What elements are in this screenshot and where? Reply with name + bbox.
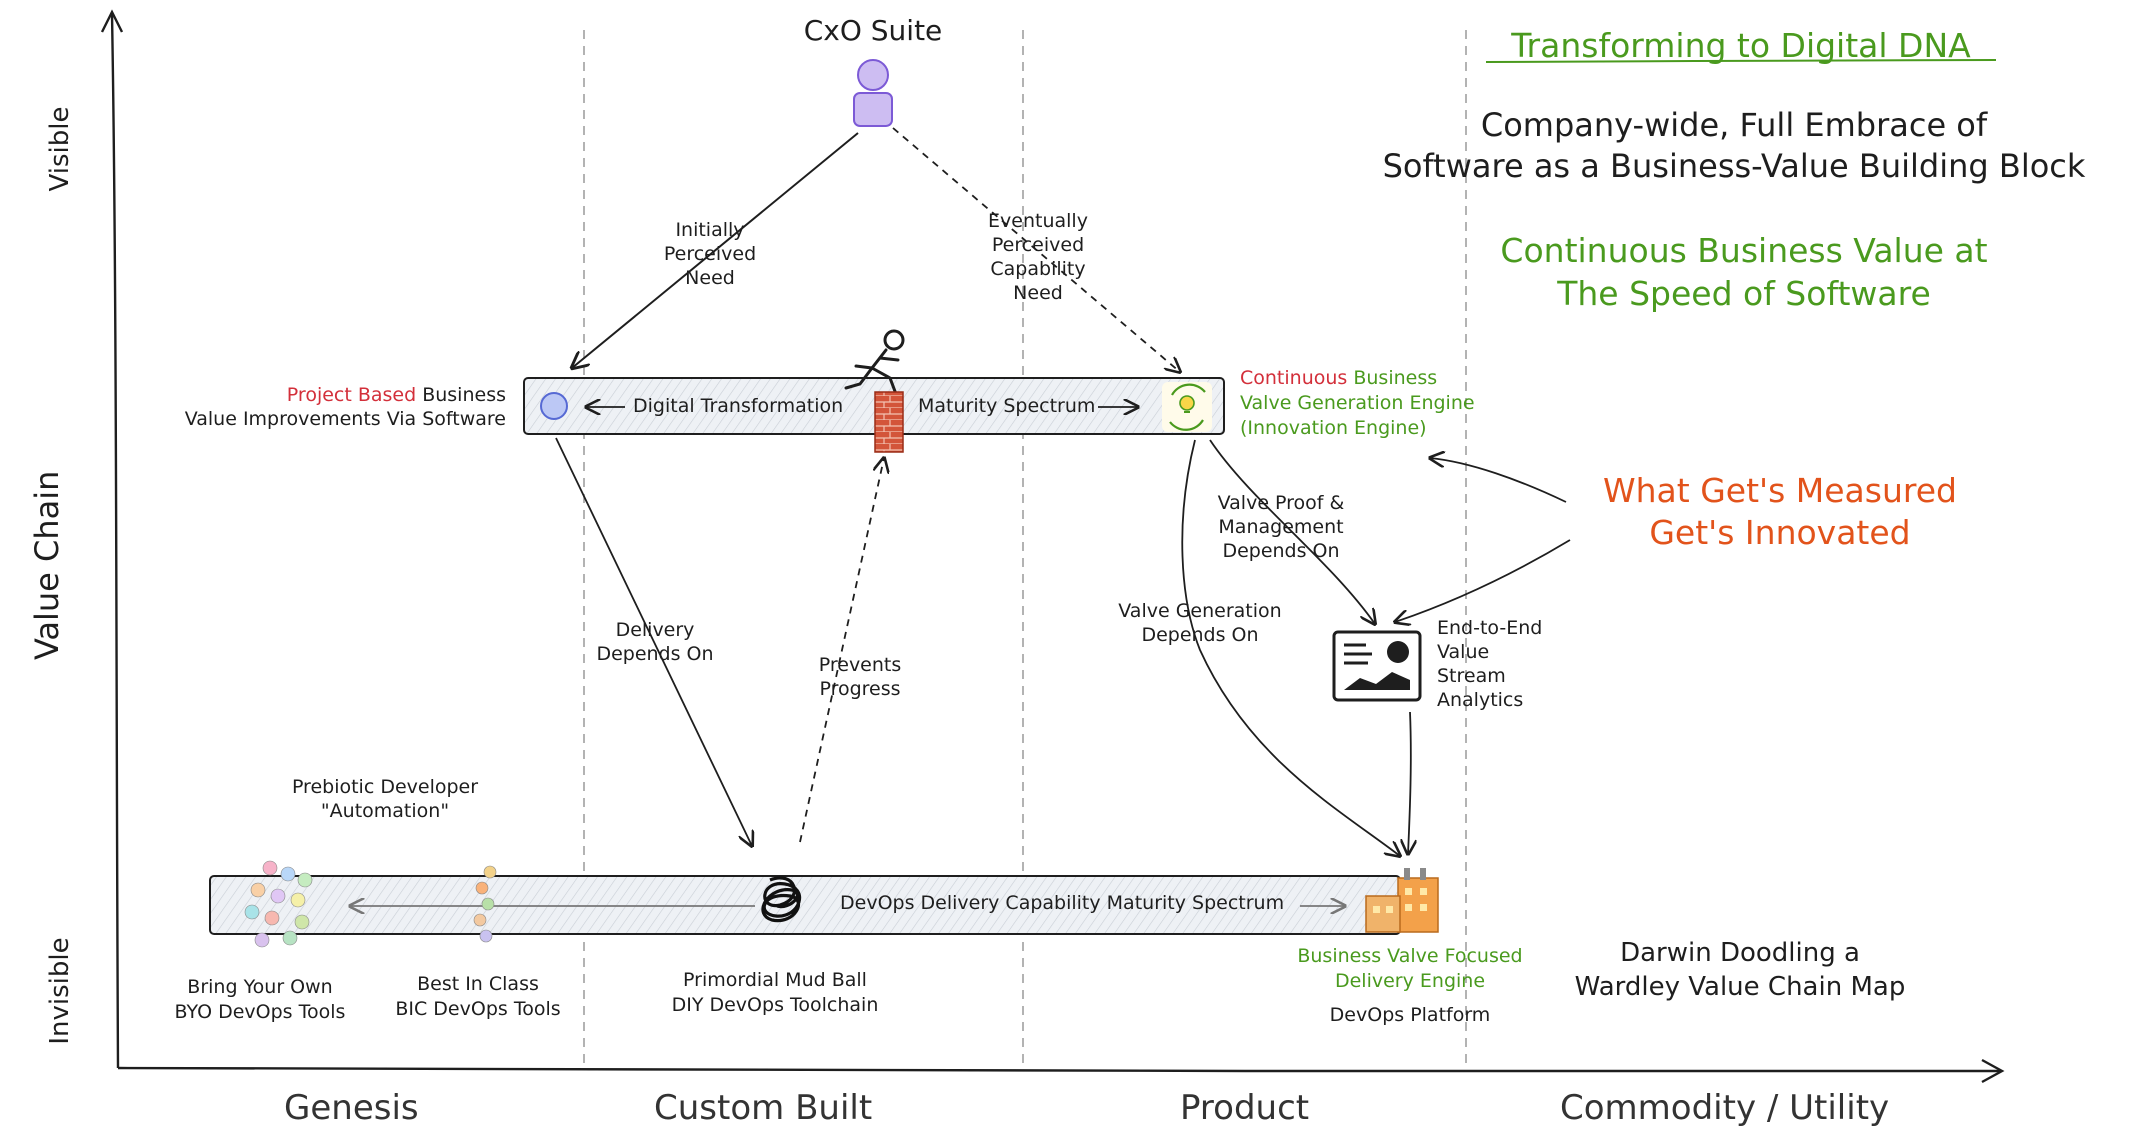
project-based-label-rest: Business (416, 384, 506, 406)
stage-dividers (583, 30, 1467, 1064)
prebiotic-label: Prebiotic Developer"Automation" (291, 776, 479, 822)
project-based-node-icon (540, 392, 568, 420)
innovation-engine-label-2: Valve Generation Engine (1240, 392, 1475, 414)
devops-platform-label: DevOps Platform (1329, 1004, 1491, 1026)
brick-wall-icon (874, 391, 904, 453)
digital-transformation-bar (523, 377, 1225, 435)
innovation-engine-label-1: Continuous Business (1240, 366, 1437, 391)
x-axis (117, 1058, 2005, 1084)
mud-ball-icon (761, 876, 802, 923)
stage-commodity-utility: Commodity / Utility (1560, 1088, 1890, 1128)
runner-icon (844, 329, 905, 396)
stage-product: Product (1180, 1088, 1310, 1128)
headline-title: Transforming to Digital DNA (1511, 26, 1971, 65)
user-icon (853, 59, 893, 127)
tagline-line2: The Speed of Software (1557, 274, 1931, 313)
innovation-engine-icon (1162, 382, 1212, 432)
y-axis-title: Value Chain (28, 470, 66, 660)
project-based-label-red: Project Based (286, 384, 417, 406)
spectrum-right-label: Maturity Spectrum (918, 395, 1096, 417)
analytics-dashboard-icon (1332, 630, 1422, 702)
headline-line1: Company-wide, Full Embrace of (1480, 106, 1988, 144)
stage-genesis: Genesis (284, 1088, 419, 1128)
factory-icon (1365, 868, 1439, 933)
tagline-line1: Continuous Business Value at (1500, 231, 1988, 270)
delivery-engine-label-1: Business Valve Focused (1297, 945, 1523, 967)
innovation-engine-label-green: Business (1347, 367, 1438, 389)
devops-capability-bar (209, 875, 1401, 935)
project-based-label: Project Based Business (150, 383, 506, 408)
lower-spectrum-label: DevOps Delivery Capability Maturity Spec… (840, 892, 1285, 914)
spectrum-left-label: Digital Transformation (633, 395, 844, 417)
byo-tools-icon (244, 860, 313, 948)
bic-tools-icon (473, 865, 497, 943)
y-axis-visible: Visible (45, 106, 75, 192)
innovation-engine-label-red: Continuous (1240, 367, 1348, 389)
cxo-suite-label: CxO Suite (803, 14, 943, 47)
y-axis-invisible: Invisible (45, 937, 75, 1045)
project-based-label-line2: Value Improvements Via Software (184, 408, 506, 430)
delivery-engine-label-2: Delivery Engine (1334, 970, 1486, 992)
edges (555, 127, 1571, 856)
y-axis (100, 9, 124, 1069)
stage-custom-built: Custom Built (654, 1088, 873, 1128)
headline-line2: Software as a Business-Value Building Bl… (1382, 147, 2086, 185)
innovation-engine-label-3: (Innovation Engine) (1240, 417, 1427, 439)
title-underline (1485, 59, 1997, 63)
